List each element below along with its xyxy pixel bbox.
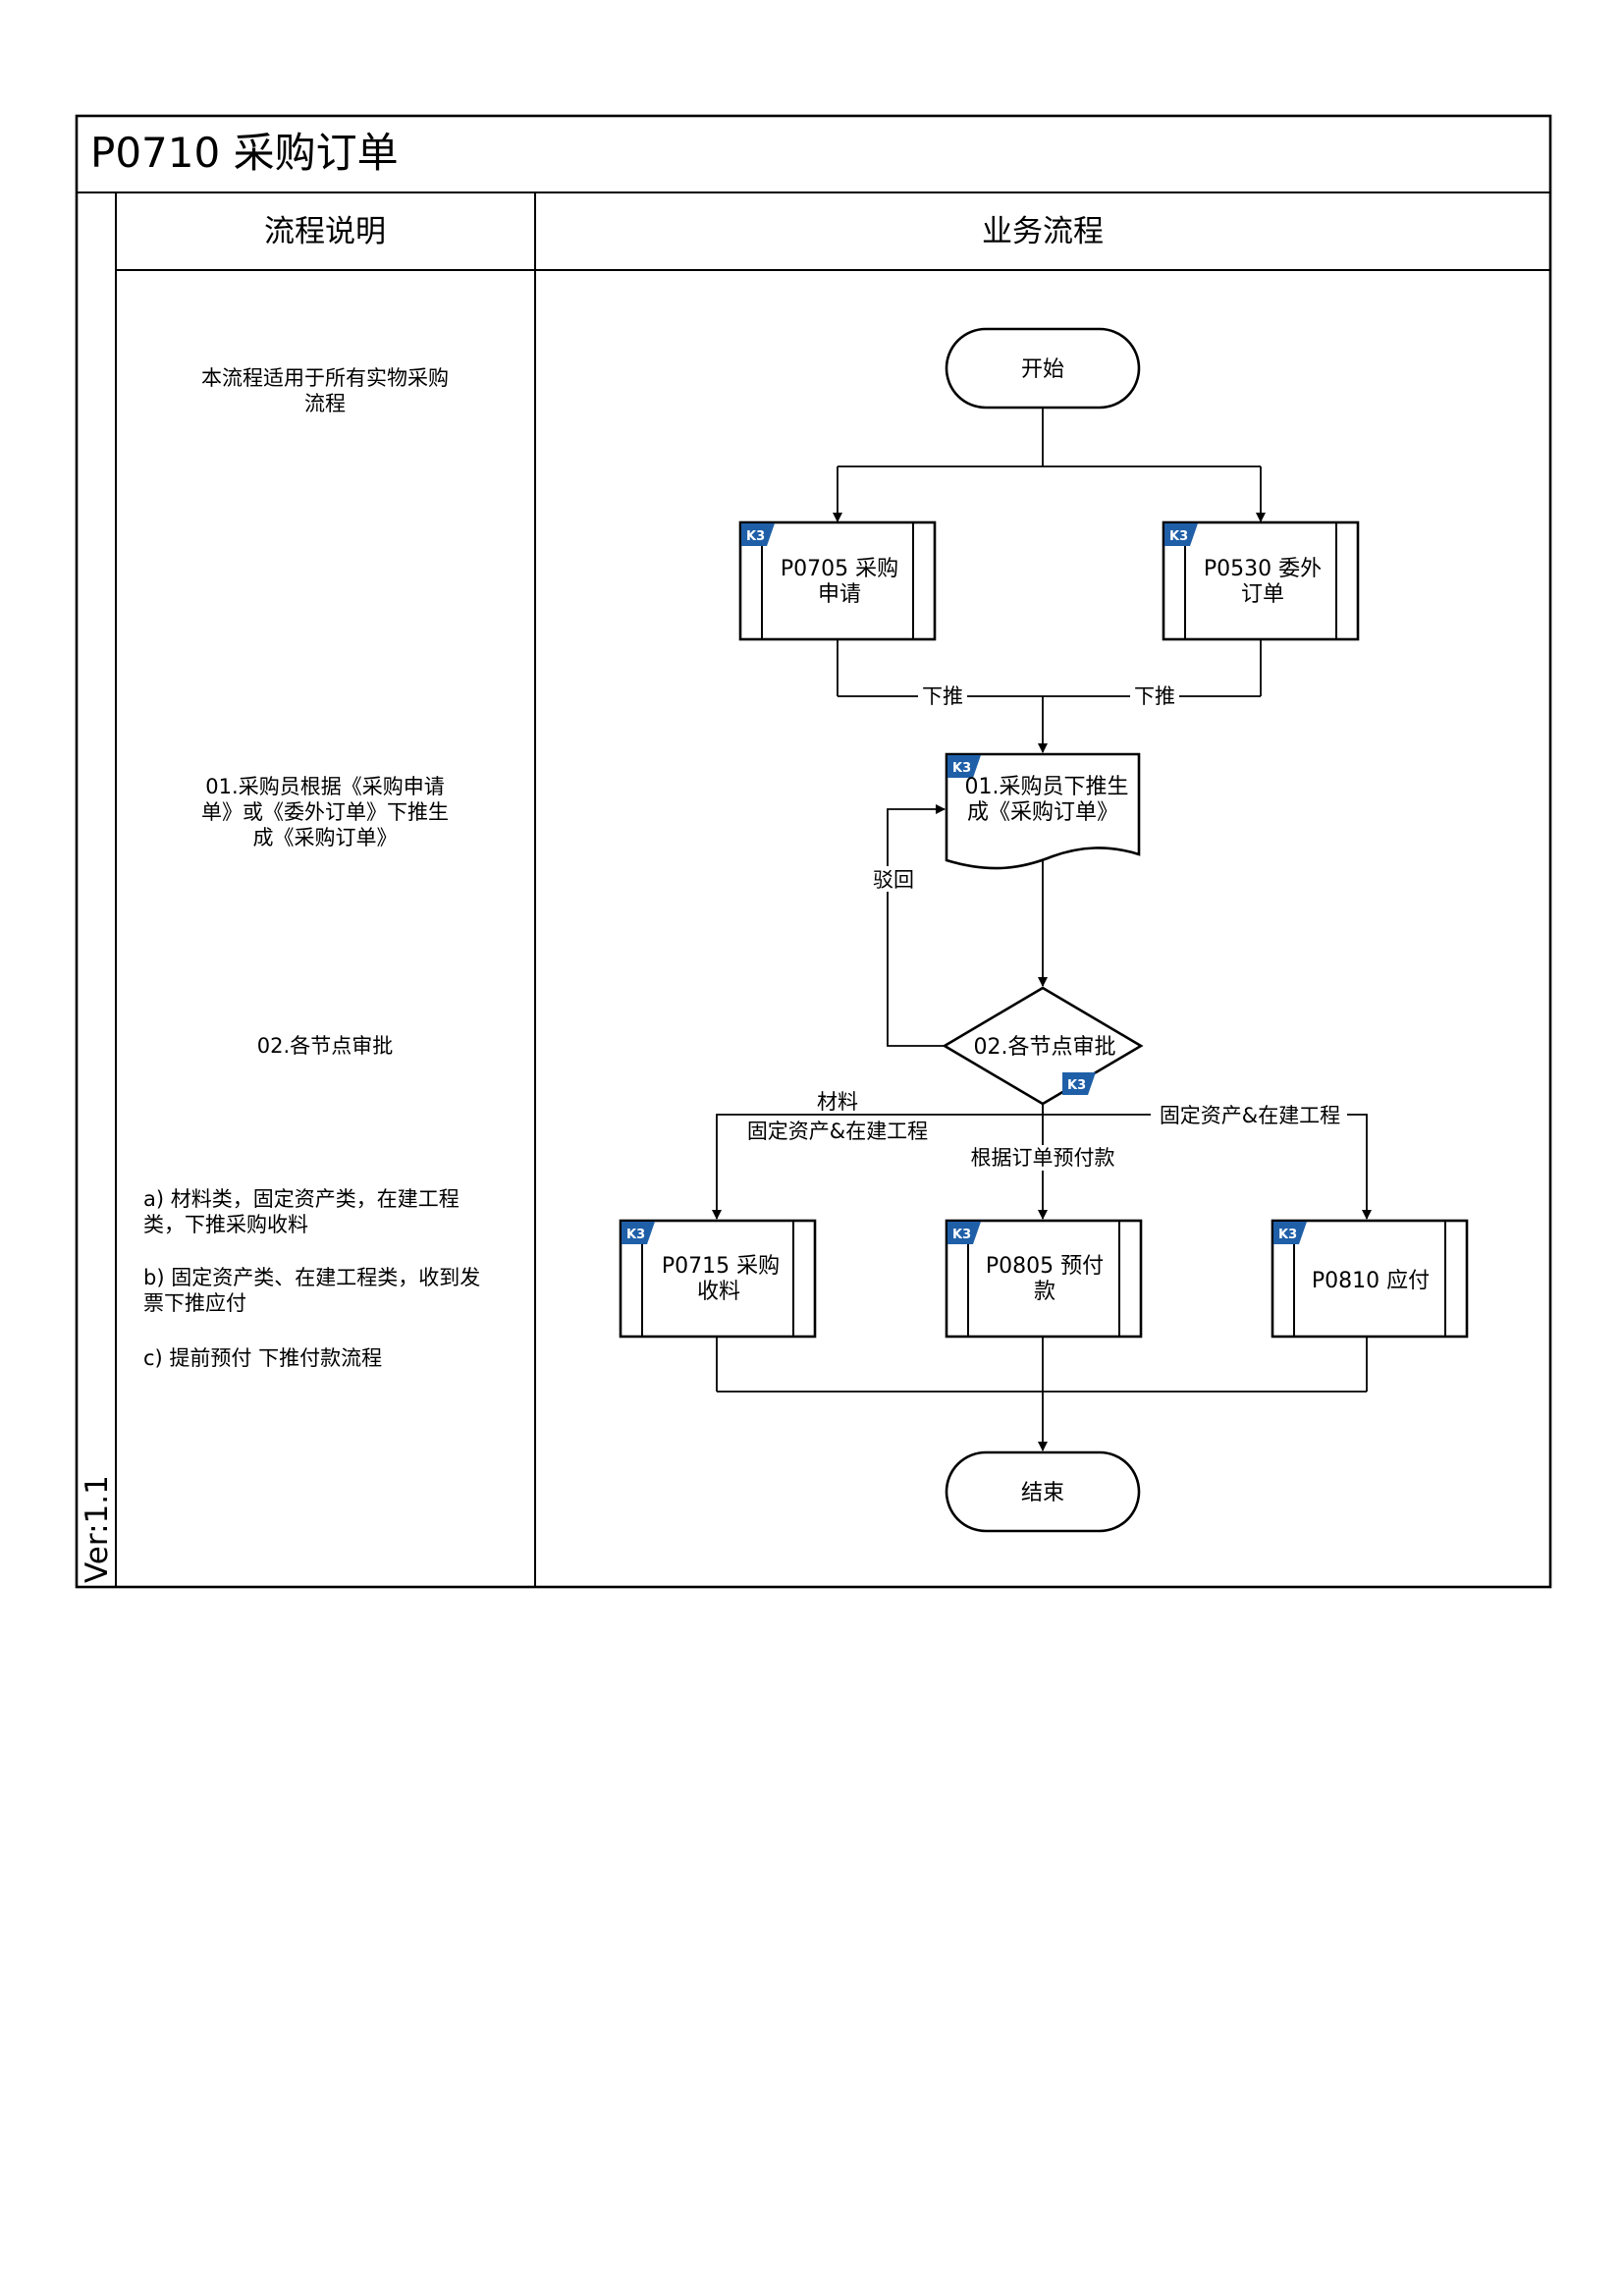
k3-badge-text: K3 — [746, 529, 765, 544]
k3-badge-icon: K3 — [947, 1222, 981, 1244]
description-line: 成《采购订单》 — [253, 826, 398, 849]
subprocess-p0810[interactable]: K3 P0810 应付 — [1271, 1219, 1469, 1339]
note-c-line: c) 提前预付 下推付款流程 — [143, 1346, 382, 1370]
k3-badge-icon: K3 — [1164, 523, 1198, 546]
edge-label-materials: 材料 — [817, 1090, 858, 1114]
k3-badge-icon: K3 — [741, 523, 775, 546]
edge-label-push-left: 下推 — [922, 684, 963, 708]
subprocess-p0705[interactable]: K3 P0705 采购 申请 — [738, 520, 937, 641]
k3-badge-icon: K3 — [1273, 1222, 1307, 1244]
p0705-label: P0705 采购 — [781, 557, 898, 581]
k3-badge-text: K3 — [1067, 1078, 1086, 1093]
document-step01[interactable]: K3 01.采购员下推生 成《采购订单》 — [945, 752, 1141, 870]
description-line: 01.采购员根据《采购申请 — [205, 775, 444, 798]
end-label: 结束 — [1021, 1481, 1064, 1505]
k3-badge-text: K3 — [952, 1228, 971, 1242]
description-line: 流程 — [304, 392, 346, 415]
description-intro: 本流程适用于所有实物采购 流程 — [201, 366, 449, 415]
p0705-label: 申请 — [818, 582, 861, 607]
p0715-label: 收料 — [697, 1280, 740, 1304]
description-step01: 01.采购员根据《采购申请 单》或《委外订单》下推生 成《采购订单》 — [201, 775, 449, 849]
k3-badge-icon: K3 — [622, 1222, 655, 1244]
edge-label-payable: 固定资产&在建工程 — [1160, 1104, 1340, 1127]
start-label: 开始 — [1021, 357, 1064, 382]
p0805-label: P0805 预付 — [986, 1254, 1104, 1279]
start-node[interactable]: 开始 — [945, 327, 1141, 410]
edge-label-reject: 驳回 — [873, 868, 914, 892]
description-notes: a) 材料类，固定资产类，在建工程 类，下推采购收料 b) 固定资产类、在建工程… — [143, 1187, 480, 1370]
subprocess-p0530[interactable]: K3 P0530 委外 订单 — [1162, 520, 1360, 641]
k3-badge-text: K3 — [1169, 529, 1188, 544]
step02-label: 02.各节点审批 — [974, 1035, 1116, 1060]
step01-label: 成《采购订单》 — [967, 800, 1118, 825]
subprocess-p0715[interactable]: K3 P0715 采购 收料 — [619, 1219, 817, 1339]
description-line: 单》或《委外订单》下推生 — [201, 800, 449, 824]
reject-loop — [887, 804, 947, 1047]
end-node[interactable]: 结束 — [945, 1450, 1141, 1533]
version-label: Ver:1.1 — [80, 1475, 115, 1583]
k3-badge-text: K3 — [1278, 1228, 1297, 1242]
k3-badge-text: K3 — [626, 1228, 645, 1242]
edge-label-prepay: 根据订单预付款 — [971, 1146, 1115, 1170]
k3-badge-text: K3 — [952, 761, 971, 776]
p0530-label: P0530 委外 — [1204, 557, 1322, 581]
p0805-label: 款 — [1034, 1280, 1055, 1304]
p0715-label: P0715 采购 — [662, 1254, 780, 1279]
edge-label-fixed-assets: 固定资产&在建工程 — [747, 1120, 928, 1143]
subprocess-p0805[interactable]: K3 P0805 预付 款 — [945, 1219, 1143, 1339]
description-step02: 02.各节点审批 — [257, 1034, 393, 1058]
sheet-frame — [75, 114, 1552, 1589]
note-b-line: 票下推应付 — [143, 1291, 246, 1315]
description-line: 本流程适用于所有实物采购 — [201, 366, 449, 390]
column-header-description: 流程说明 — [264, 214, 386, 249]
p0810-label: P0810 应付 — [1312, 1269, 1430, 1293]
note-b-line: b) 固定资产类、在建工程类，收到发 — [143, 1266, 480, 1289]
note-a-line: a) 材料类，固定资产类，在建工程 — [143, 1187, 460, 1211]
k3-badge-icon: K3 — [947, 755, 981, 778]
edge-label-push-right: 下推 — [1134, 684, 1175, 708]
step01-label: 01.采购员下推生 — [965, 775, 1129, 799]
column-header-process: 业务流程 — [982, 214, 1104, 249]
edge-labels: 下推 下推 驳回 材料 固定资产&在建工程 根据订单预付款 固定资产&在建工程 — [738, 683, 1347, 1171]
note-a-line: 类，下推采购收料 — [143, 1213, 308, 1236]
page-title: P0710 采购订单 — [90, 129, 399, 177]
decision-step02[interactable]: K3 02.各节点审批 — [942, 986, 1144, 1106]
k3-badge-icon: K3 — [1062, 1072, 1096, 1095]
p0530-label: 订单 — [1241, 582, 1284, 607]
